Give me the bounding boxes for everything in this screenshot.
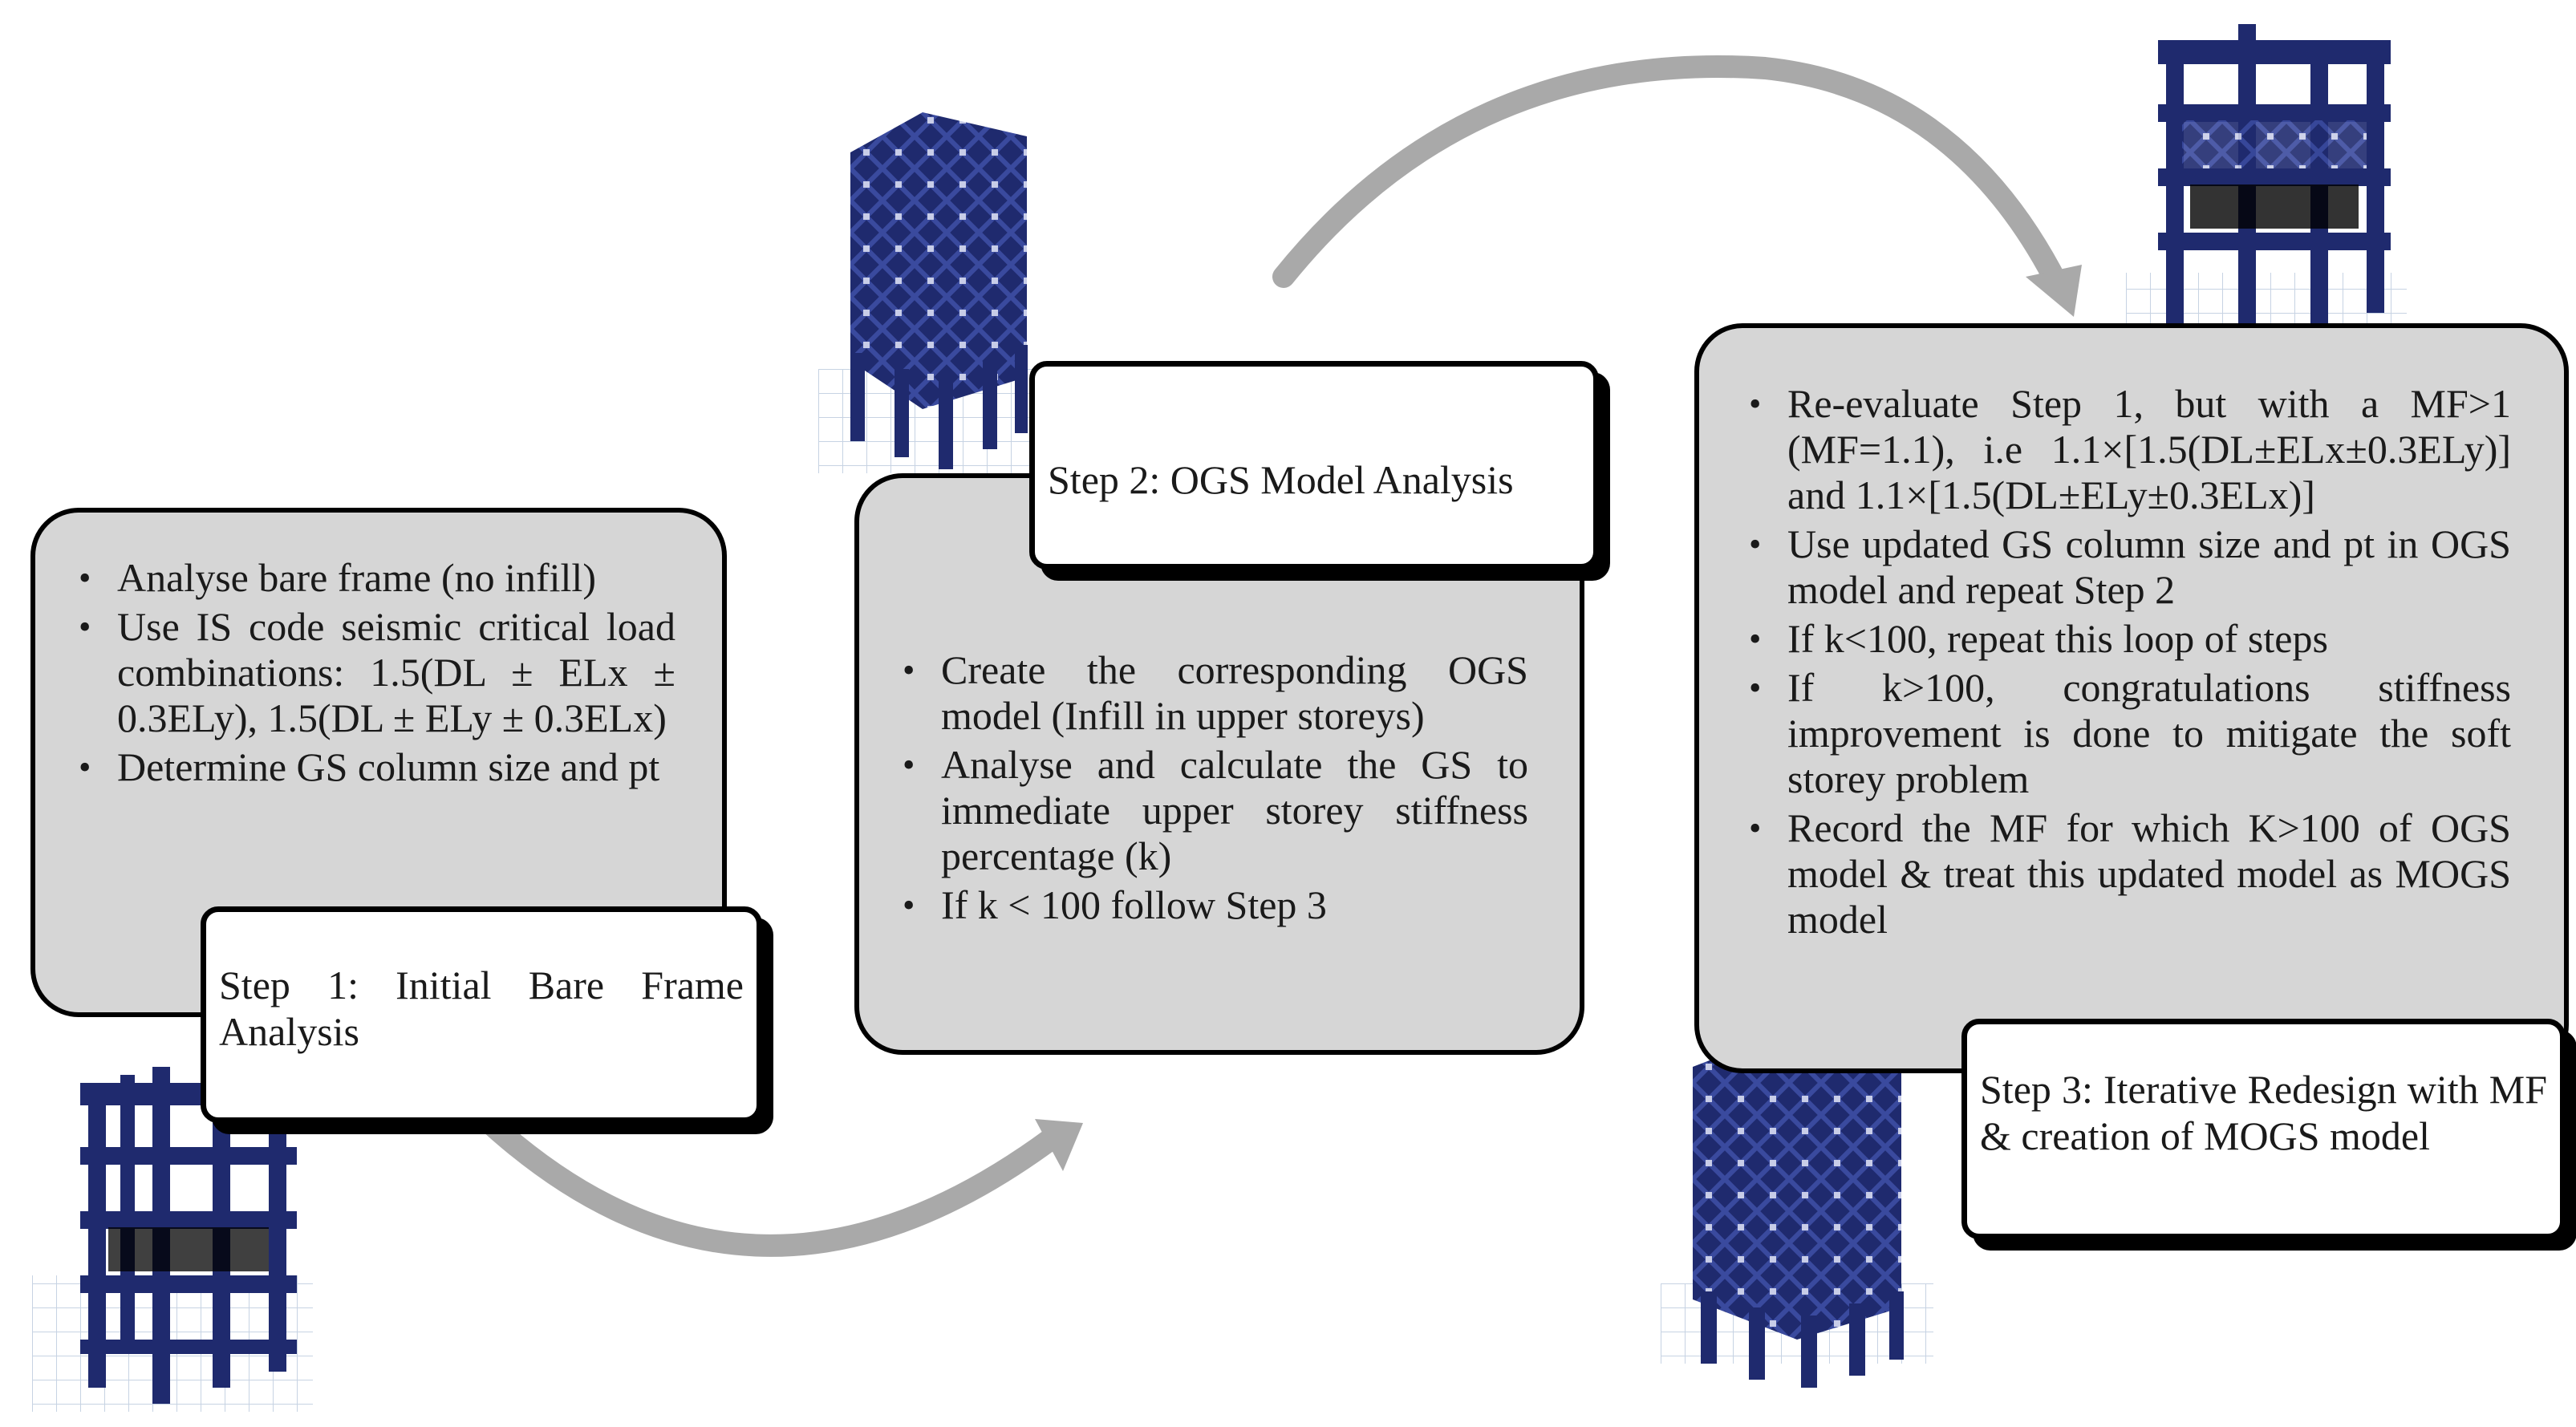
step2-bullet-list: Create the corresponding OGS model (Infi…: [903, 647, 1528, 931]
step2-title: Step 2: OGS Model Analysis: [1048, 457, 1514, 502]
step3-item-2: Use updated GS column size and pt in OGS…: [1749, 521, 2511, 613]
step2-item-3: If k < 100 follow Step 3: [903, 882, 1528, 928]
updated-frame-building-icon: [2126, 24, 2407, 361]
step3-item-5: Record the MF for which K>100 of OGS mod…: [1749, 805, 2511, 943]
bare-frame-building-icon: [32, 1067, 313, 1412]
arrow-step1-to-step2: [470, 1104, 1083, 1257]
step2-title-box: Step 2: OGS Model Analysis: [1029, 361, 1599, 570]
step3-item-1: Re-evaluate Step 1, but with a MF>1 (MF=…: [1749, 381, 2511, 518]
step3-title: Step 3: Iterative Redesign with MF & cre…: [1980, 1067, 2547, 1158]
step1-item-3: Determine GS column size and pt: [79, 744, 675, 790]
step1-bullet-list: Analyse bare frame (no infill) Use IS co…: [79, 555, 675, 793]
ogs-frame-building-icon: [818, 112, 1043, 473]
step3-bullet-list: Re-evaluate Step 1, but with a MF>1 (MF=…: [1749, 381, 2511, 946]
step3-item-3: If k<100, repeat this loop of steps: [1749, 616, 2511, 662]
step2-item-2: Analyse and calculate the GS to immediat…: [903, 742, 1528, 879]
step3-title-box: Step 3: Iterative Redesign with MF & cre…: [1961, 1019, 2566, 1239]
step2-item-1: Create the corresponding OGS model (Infi…: [903, 647, 1528, 739]
mogs-frame-building-icon: [1661, 1027, 1933, 1388]
step1-title-box: Step 1: Initial Bare Frame Analysis: [201, 906, 762, 1123]
step1-item-1: Analyse bare frame (no infill): [79, 555, 675, 601]
step3-item-4: If k>100, congratulations stiffness impr…: [1749, 665, 2511, 802]
step1-title: Step 1: Initial Bare Frame Analysis: [219, 963, 744, 1054]
step1-item-2: Use IS code seismic critical load combin…: [79, 604, 675, 741]
arrow-step2-to-step3: [1272, 55, 2082, 317]
